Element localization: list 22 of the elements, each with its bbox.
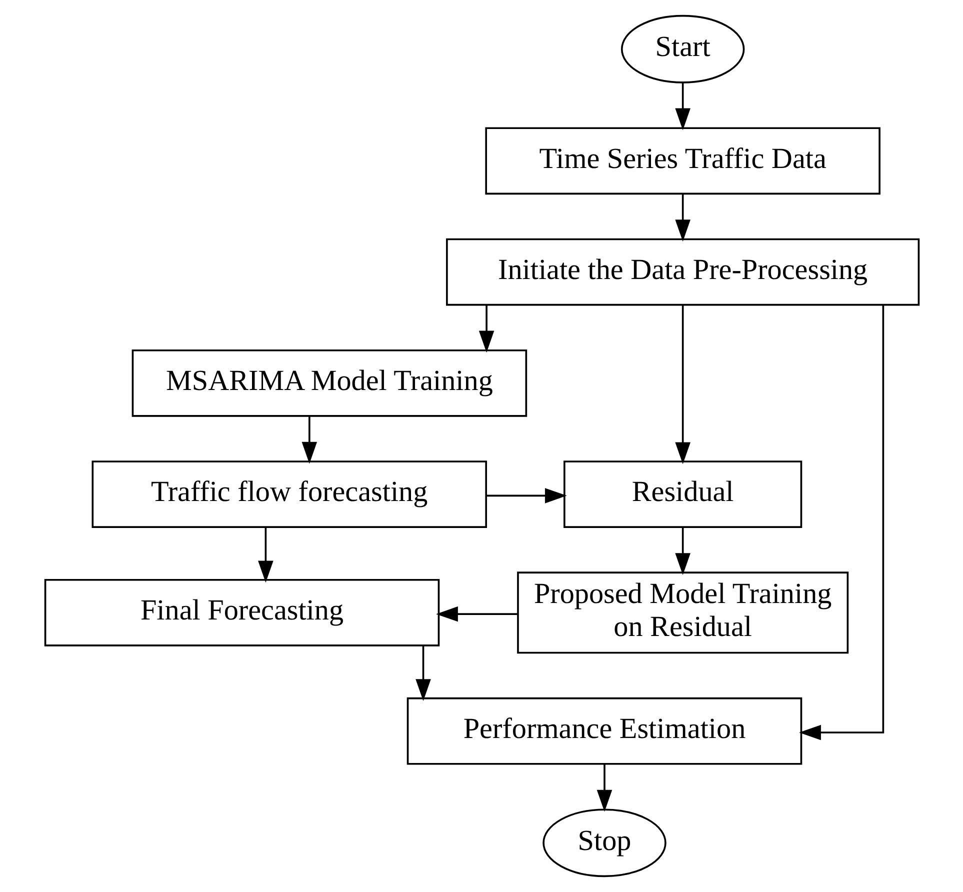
node-box: Initiate the Data Pre-Processing [446, 238, 920, 306]
arrow [486, 488, 566, 504]
arrow [258, 527, 273, 583]
arrow [436, 606, 517, 622]
node-box: Final Forecasting [44, 578, 440, 646]
arrow [596, 764, 612, 812]
node-ellipse: Start [620, 14, 744, 84]
arrow [674, 194, 690, 242]
arrow [415, 646, 430, 702]
node-box: MSARIMA Model Training [131, 349, 527, 417]
node-box: Proposed Model Training on Residual [516, 572, 848, 654]
arrow [798, 305, 884, 740]
node-box: Time Series Traffic Data [484, 127, 880, 195]
node-ellipse: Stop [542, 808, 666, 878]
arrow [301, 416, 317, 464]
arrow [674, 527, 690, 576]
arrow [674, 82, 690, 130]
node-box: Performance Estimation [406, 697, 802, 765]
arrow [674, 304, 690, 464]
node-box: Traffic flow forecasting [91, 460, 487, 528]
node-box: Residual [563, 460, 802, 528]
arrow [478, 305, 494, 353]
